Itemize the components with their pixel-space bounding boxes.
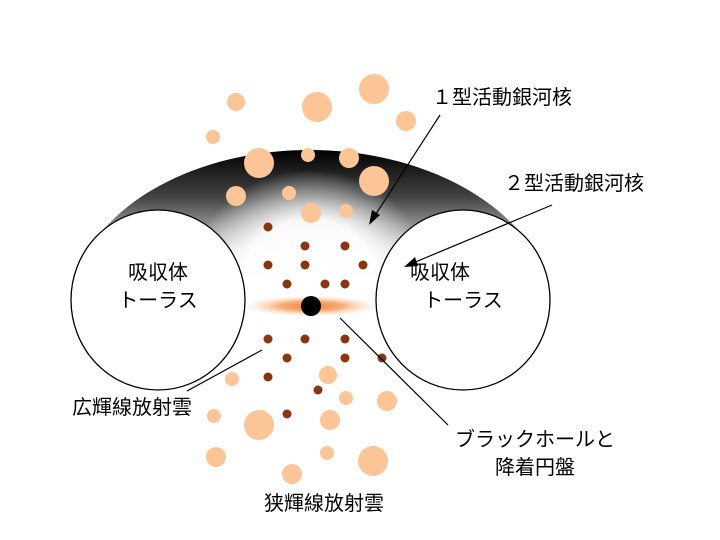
blr-cloud [282, 409, 292, 419]
nlr-cloud [320, 410, 340, 430]
blr-cloud [358, 260, 368, 270]
nlr-cloud [339, 391, 353, 405]
torus-right-label-line1: 吸収体 [410, 260, 470, 284]
nlr-cloud [359, 166, 389, 196]
nlr-cloud [396, 111, 416, 131]
nlr-cloud [339, 148, 359, 168]
blr-label: 広輝線放射雲 [72, 395, 192, 419]
blr-cloud [340, 334, 350, 344]
blr-cloud [263, 372, 273, 382]
nlr-cloud [225, 372, 239, 386]
type1-arrow-line [373, 114, 441, 218]
type1-agn-label: １型活動銀河核 [432, 85, 572, 109]
nlr-cloud [206, 130, 220, 144]
blr-leader-line [186, 349, 263, 392]
blr-cloud [263, 260, 273, 270]
torus-right-lobe [375, 209, 551, 391]
nlr-cloud [359, 74, 389, 104]
nlr-cloud [244, 148, 274, 178]
type1-arrow-head [369, 210, 380, 225]
bh-leader-line [339, 317, 449, 426]
blr-cloud [340, 353, 350, 363]
narrow-line-clouds [206, 74, 416, 484]
blr-cloud [377, 353, 387, 363]
blr-cloud [263, 334, 273, 344]
nlr-cloud [320, 446, 334, 460]
torus-right-label-line2: トーラス [423, 288, 503, 312]
nlr-cloud [227, 93, 245, 111]
nlr-cloud [319, 366, 337, 384]
nlr-label: 狭輝線放射雲 [264, 491, 384, 515]
blr-cloud [320, 279, 330, 289]
nlr-cloud [302, 92, 332, 122]
broad-line-clouds [263, 222, 387, 419]
blr-cloud [282, 279, 292, 289]
blr-cloud [263, 222, 273, 232]
nlr-cloud [207, 409, 221, 423]
nlr-cloud [206, 447, 226, 467]
type2-arrow-head [404, 257, 418, 267]
central-glow [190, 170, 430, 390]
type2-arrow-line [412, 204, 553, 264]
blr-cloud [300, 334, 310, 344]
bh-disk-label-line2: 降着円盤 [495, 455, 575, 479]
blr-cloud [282, 353, 292, 363]
blr-cloud [340, 279, 350, 289]
nlr-cloud [244, 410, 274, 440]
nlr-cloud [358, 446, 388, 476]
blr-cloud [340, 241, 350, 251]
torus-left-label-line1: 吸収体 [128, 260, 188, 284]
black-hole [301, 296, 321, 316]
nlr-cloud [377, 391, 397, 411]
torus-left-label-line2: トーラス [118, 288, 198, 312]
torus-left-lobe [70, 209, 246, 391]
blr-cloud [300, 241, 310, 251]
blr-cloud [313, 385, 323, 395]
nlr-cloud [282, 186, 296, 200]
nlr-cloud [301, 148, 315, 162]
bh-disk-label-line1: ブラックホールと [455, 427, 615, 451]
nlr-cloud [282, 464, 302, 484]
type2-agn-label: ２型活動銀河核 [504, 171, 644, 195]
nlr-cloud [339, 204, 353, 218]
nlr-cloud [226, 186, 246, 206]
nlr-cloud [301, 203, 321, 223]
leader-lines [186, 114, 553, 426]
blr-cloud [300, 260, 310, 270]
